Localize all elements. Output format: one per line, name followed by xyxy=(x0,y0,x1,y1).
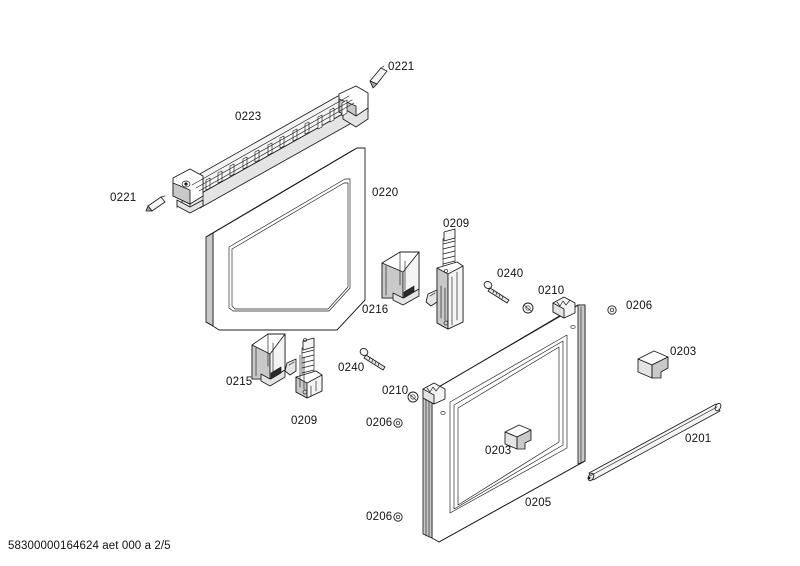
part-0240-screw-upper xyxy=(483,281,510,304)
callout-0209-upper: 0209 xyxy=(443,218,469,230)
part-0205-inner-panel xyxy=(422,296,586,543)
callout-0206-lower-left: 0206 xyxy=(366,511,392,523)
callout-0209-lower: 0209 xyxy=(291,415,317,427)
part-0210-washer-lower xyxy=(407,391,419,403)
callout-0203-right: 0203 xyxy=(670,346,696,358)
part-0201-handle-bar xyxy=(587,402,722,482)
callout-0220: 0220 xyxy=(372,187,398,199)
part-0221-pin-upper xyxy=(369,65,388,89)
callout-0221-lower: 0221 xyxy=(110,192,136,204)
part-0220-outer-glass xyxy=(205,147,366,331)
callout-0221-upper: 0221 xyxy=(388,61,414,73)
callout-0205: 0205 xyxy=(525,497,551,509)
part-0215-bracket xyxy=(251,333,286,387)
callout-0210-lower: 0210 xyxy=(382,385,408,397)
part-0203-handle-mount-right xyxy=(637,350,669,379)
callout-0203-left: 0203 xyxy=(485,445,511,457)
callout-0216: 0216 xyxy=(362,304,388,316)
callout-0201: 0201 xyxy=(685,433,711,445)
callout-0240-lower: 0240 xyxy=(338,362,364,374)
part-0240-screw-lower xyxy=(359,348,386,371)
callout-labels: 0221 0223 0221 0220 0209 0240 0210 0206 … xyxy=(110,61,711,523)
callout-0210-upper: 0210 xyxy=(538,285,564,297)
part-0206-nut-lower-left xyxy=(393,512,403,522)
hinge-receptacle-right xyxy=(552,296,576,319)
callout-0206-upper-right: 0206 xyxy=(626,300,652,312)
callout-0240-upper: 0240 xyxy=(497,268,523,280)
part-0210-washer-upper xyxy=(522,302,534,314)
part-0206-nut-upper-right xyxy=(607,305,617,315)
part-0203-handle-mount-left xyxy=(504,424,532,450)
hinge-receptacle-left xyxy=(422,382,446,405)
part-0206-nut-mid-left xyxy=(393,418,403,428)
part-0216-bracket xyxy=(381,251,420,306)
callout-0215: 0215 xyxy=(226,376,252,388)
document-footer-code: 58300000164624 aet 000 a 2/5 xyxy=(8,540,171,552)
part-0209-hinge-upper xyxy=(425,228,464,330)
callout-0206-mid-left: 0206 xyxy=(366,417,392,429)
callout-0223: 0223 xyxy=(235,111,261,123)
part-0221-pin-lower xyxy=(145,195,166,212)
part-0223-trim-strip xyxy=(172,85,369,214)
part-0209-hinge-lower xyxy=(284,337,323,399)
